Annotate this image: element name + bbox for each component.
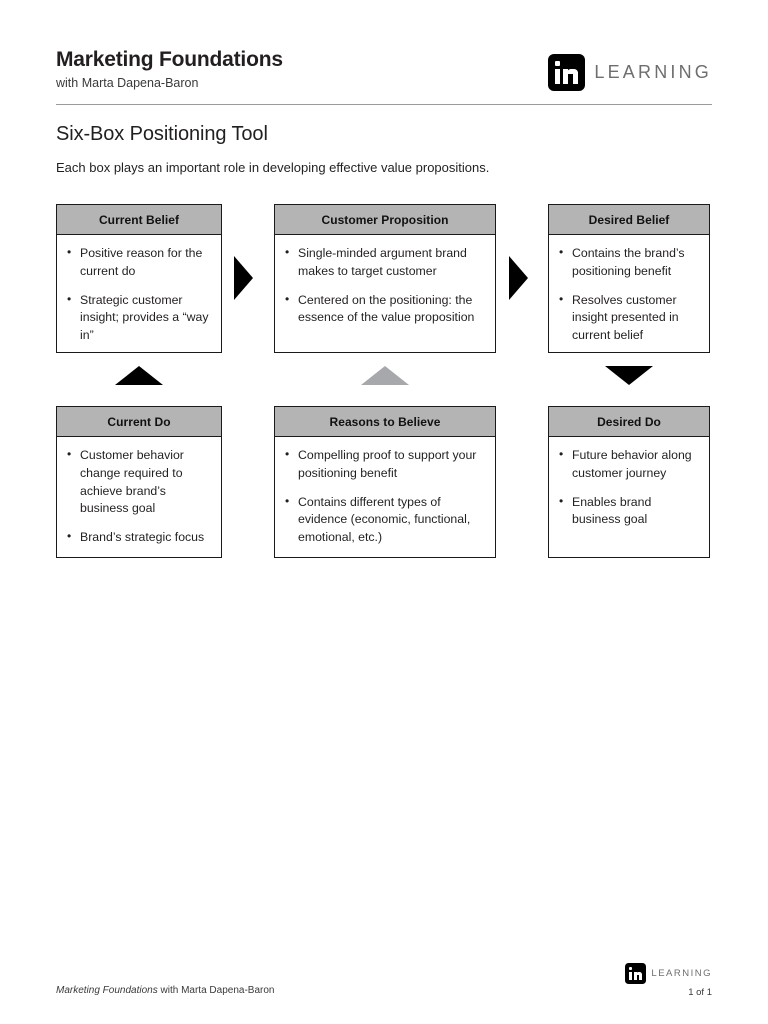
brand-lockup: LEARNING [548, 54, 712, 91]
list-item: Single-minded argument brand makes to ta… [283, 244, 485, 281]
footer-brand-lockup: LEARNING [625, 963, 712, 984]
list-item: Contains different types of evidence (ec… [283, 493, 485, 547]
list-item: Strategic customer insight; provides a “… [65, 291, 211, 345]
list-item: Future behavior along customer journey [557, 446, 699, 483]
document-header: Marketing Foundations with Marta Dapena-… [56, 48, 712, 106]
box-body: Compelling proof to support your positio… [275, 437, 495, 557]
box-heading: Desired Belief [549, 205, 709, 235]
list-item: Resolves customer insight presented in c… [557, 291, 699, 345]
footer-brand-block: LEARNING 1 of 1 [625, 963, 712, 998]
linkedin-in-icon [548, 54, 586, 91]
arrow-right-icon-belief-to-proposition [234, 256, 253, 300]
list-item: Enables brand business goal [557, 493, 699, 530]
box-heading: Desired Do [549, 407, 709, 437]
page-number: 1 of 1 [688, 987, 712, 998]
arrow-up-icon-reasons-to-proposition [361, 366, 409, 385]
list-item: Contains the brand’s positioning benefit [557, 244, 699, 281]
box-body: Customer behavior change required to ach… [57, 437, 221, 557]
arrow-right-icon-proposition-to-desired-belief [509, 256, 528, 300]
box-customer-proposition: Customer Proposition Single-minded argum… [274, 204, 496, 353]
box-current-do: Current Do Customer behavior change requ… [56, 406, 222, 558]
header-divider [56, 104, 712, 105]
box-current-belief: Current Belief Positive reason for the c… [56, 204, 222, 353]
box-body: Contains the brand’s positioning benefit… [549, 235, 709, 355]
list-item: Customer behavior change required to ach… [65, 446, 211, 518]
footer-course-line: Marketing Foundations with Marta Dapena-… [56, 985, 274, 996]
list-item: Brand’s strategic focus [65, 528, 211, 547]
list-item: Centered on the positioning: the essence… [283, 291, 485, 328]
box-reasons-to-believe: Reasons to Believe Compelling proof to s… [274, 406, 496, 558]
footer-course-author: with Marta Dapena-Baron [157, 985, 275, 996]
box-heading: Customer Proposition [275, 205, 495, 235]
page-subtitle: Each box plays an important role in deve… [56, 160, 490, 175]
course-author: with Marta Dapena-Baron [56, 76, 199, 91]
box-heading: Current Do [57, 407, 221, 437]
box-heading: Current Belief [57, 205, 221, 235]
box-body: Future behavior along customer journey E… [549, 437, 709, 539]
arrow-up-icon-current-do-to-current-belief [115, 366, 163, 385]
box-body: Positive reason for the current do Strat… [57, 235, 221, 355]
box-heading: Reasons to Believe [275, 407, 495, 437]
brand-wordmark: LEARNING [594, 62, 712, 82]
box-body: Single-minded argument brand makes to ta… [275, 235, 495, 337]
course-title: Marketing Foundations [56, 48, 283, 71]
footer-course-title: Marketing Foundations [56, 985, 158, 996]
page-title: Six-Box Positioning Tool [56, 123, 268, 145]
footer-brand-wordmark: LEARNING [651, 968, 712, 979]
list-item: Positive reason for the current do [65, 244, 211, 281]
box-desired-belief: Desired Belief Contains the brand’s posi… [548, 204, 710, 353]
box-desired-do: Desired Do Future behavior along custome… [548, 406, 710, 558]
linkedin-in-icon-small [625, 963, 647, 984]
list-item: Compelling proof to support your positio… [283, 446, 485, 483]
arrow-down-icon-desired-belief-to-desired-do [605, 366, 653, 385]
